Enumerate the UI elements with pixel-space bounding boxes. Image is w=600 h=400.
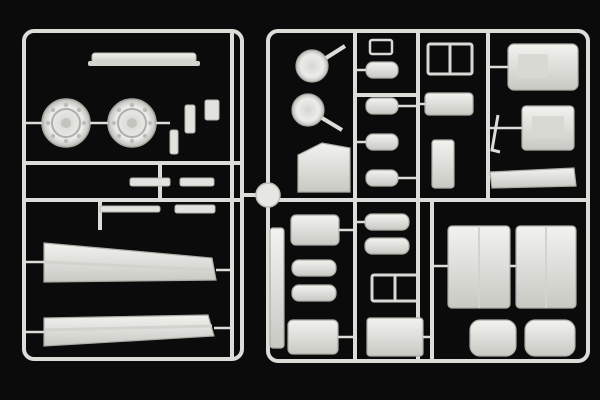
part-tanks-center-lower: [364, 213, 410, 255]
part-rod: [490, 114, 501, 154]
part-case-upper: [290, 214, 340, 246]
part-step-bar: [489, 167, 577, 189]
part-vertical-strip: [269, 227, 285, 349]
part-axle-bar: [88, 52, 200, 66]
part-panel-angled: [297, 142, 351, 193]
part-block-mid: [424, 92, 474, 189]
part-round-lamp-upper: [295, 44, 347, 83]
part-case-lower: [287, 319, 339, 355]
part-flat-plate: [366, 317, 424, 357]
part-small-brackets: [99, 99, 220, 214]
part-fender-lower: [43, 314, 215, 347]
sprue-connector: [242, 182, 281, 208]
part-rounded-box-left: [469, 319, 517, 357]
part-ladder-frame: [370, 273, 420, 303]
part-wheel-left: [41, 98, 91, 148]
part-round-lamp-lower: [291, 93, 344, 132]
sprue-gates: [24, 65, 522, 339]
sprue-frame-right: [266, 29, 590, 363]
part-rounded-box-right: [524, 319, 576, 357]
part-tanks-column-upper: [365, 61, 399, 187]
part-grille-frame: [426, 42, 474, 76]
part-cab-box: [507, 43, 579, 91]
part-fender-upper: [43, 242, 217, 283]
part-wheel-right: [107, 98, 157, 148]
part-small-frame: [368, 38, 394, 56]
part-large-panel-right: [515, 225, 577, 309]
part-tanks-left-lower: [291, 259, 337, 302]
part-large-panel-left: [447, 225, 511, 309]
part-side-panel: [521, 105, 575, 151]
